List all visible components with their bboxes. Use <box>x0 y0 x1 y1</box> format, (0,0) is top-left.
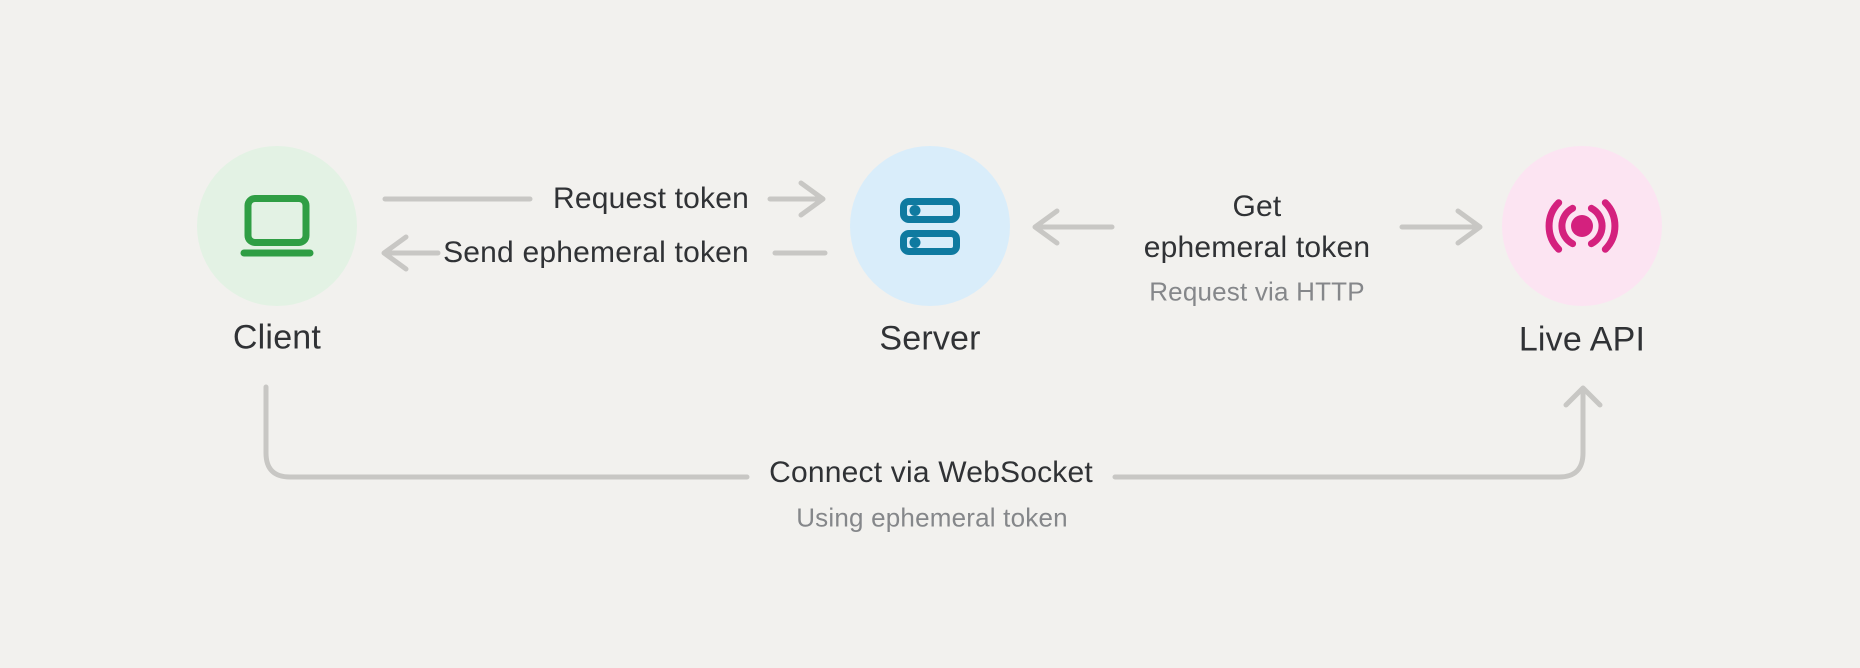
server-label: Server <box>879 319 981 358</box>
client-node <box>197 146 357 306</box>
live-api-label: Live API <box>1518 320 1646 359</box>
get-ephemeral-token-arrow-left-icon <box>1032 208 1115 246</box>
websocket-arrow-up-icon <box>1563 385 1603 408</box>
laptop-icon <box>240 195 314 257</box>
get-ephemeral-token-arrow-right-icon <box>1399 208 1483 246</box>
websocket-line-left <box>263 384 750 480</box>
broadcast-icon <box>1545 199 1619 253</box>
client-label: Client <box>232 318 322 357</box>
server-icon <box>900 197 960 255</box>
connect-websocket-subtitle: Using ephemeral token <box>796 502 1068 533</box>
connect-websocket-label: Connect via WebSocket <box>769 456 1093 489</box>
send-ephemeral-token-label: Send ephemeral token <box>443 236 749 269</box>
get-ephemeral-token-label-line1: Get <box>1232 190 1282 223</box>
get-ephemeral-token-label: Get ephemeral token <box>1144 186 1370 268</box>
get-ephemeral-token-subtitle: Request via HTTP <box>1149 276 1365 307</box>
send-ephemeral-token-arrow-left-icon <box>381 234 441 272</box>
request-token-arrow-right-icon <box>767 180 826 218</box>
get-ephemeral-token-label-line2: ephemeral token <box>1143 231 1371 264</box>
websocket-line-right <box>1112 388 1586 480</box>
server-node <box>850 146 1010 306</box>
live-api-node <box>1502 146 1662 306</box>
request-token-label: Request token <box>552 182 750 215</box>
